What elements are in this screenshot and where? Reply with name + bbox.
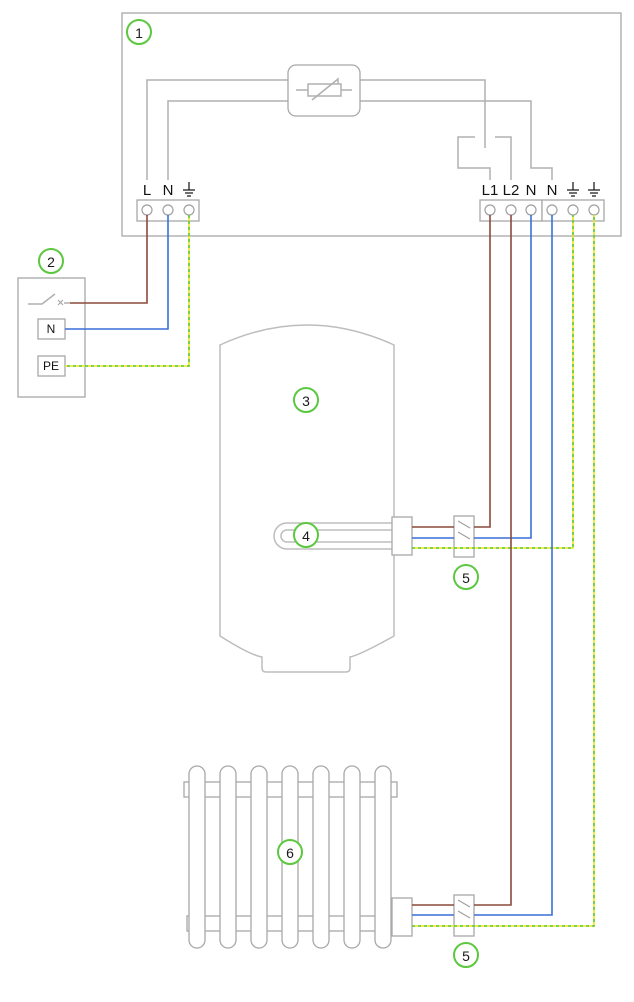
wire-earth-tank bbox=[412, 215, 574, 549]
svg-text:2: 2 bbox=[47, 254, 55, 270]
wire-earth-radiator bbox=[412, 215, 595, 927]
wire-neutral-supply bbox=[65, 215, 169, 330]
wire-live-radiator-b bbox=[474, 215, 512, 906]
wire-earth-supply bbox=[65, 215, 190, 367]
terminal-label-l2: L2 bbox=[503, 182, 520, 199]
badge-radiator: 6 bbox=[277, 839, 303, 865]
controller-box bbox=[121, 12, 622, 237]
hot-water-tank bbox=[219, 324, 395, 673]
wire-neutral-tank-b bbox=[474, 215, 532, 539]
svg-text:5: 5 bbox=[462, 570, 470, 586]
variable-resistor-icon bbox=[296, 77, 352, 101]
svg-text:6: 6 bbox=[286, 845, 294, 861]
wire-live-tank-b bbox=[474, 215, 491, 528]
badge-heating-element: 4 bbox=[293, 522, 319, 548]
supply-n-label: N bbox=[47, 322, 56, 336]
terminal-label-l1: L1 bbox=[482, 182, 499, 199]
terminal-label-l: L bbox=[143, 182, 151, 199]
svg-text:5: 5 bbox=[462, 948, 470, 964]
thermostat-module bbox=[287, 64, 361, 117]
svg-text:1: 1 bbox=[135, 25, 143, 41]
terminal-label-n1: N bbox=[526, 182, 537, 199]
output-terminal-block: L1 L2 N N bbox=[479, 182, 605, 222]
badge-supply: 2 bbox=[38, 248, 64, 274]
isolator-switch-radiator bbox=[453, 894, 475, 937]
wire-live-supply bbox=[70, 215, 148, 304]
earth-icon bbox=[567, 182, 579, 197]
circuit-breaker-icon bbox=[28, 293, 70, 306]
terminal-label-n: N bbox=[163, 182, 174, 199]
badge-controller: 1 bbox=[126, 19, 152, 45]
svg-text:4: 4 bbox=[302, 528, 310, 544]
badge-switch-tank: 5 bbox=[453, 564, 479, 590]
svg-text:3: 3 bbox=[302, 393, 310, 409]
input-terminal-block: L N bbox=[136, 182, 200, 222]
earth-icon bbox=[183, 182, 195, 197]
terminal-label-n2: N bbox=[547, 182, 558, 199]
radiator bbox=[183, 765, 413, 949]
isolator-switch-tank bbox=[453, 515, 475, 558]
earth-icon bbox=[588, 182, 600, 197]
controller-internal-wiring bbox=[146, 79, 553, 180]
wire-neutral-radiator-b bbox=[474, 215, 553, 916]
badge-switch-radiator: 5 bbox=[453, 942, 479, 968]
badge-tank: 3 bbox=[293, 387, 319, 413]
heating-element bbox=[273, 516, 413, 556]
supply-pe-label: PE bbox=[43, 359, 59, 373]
